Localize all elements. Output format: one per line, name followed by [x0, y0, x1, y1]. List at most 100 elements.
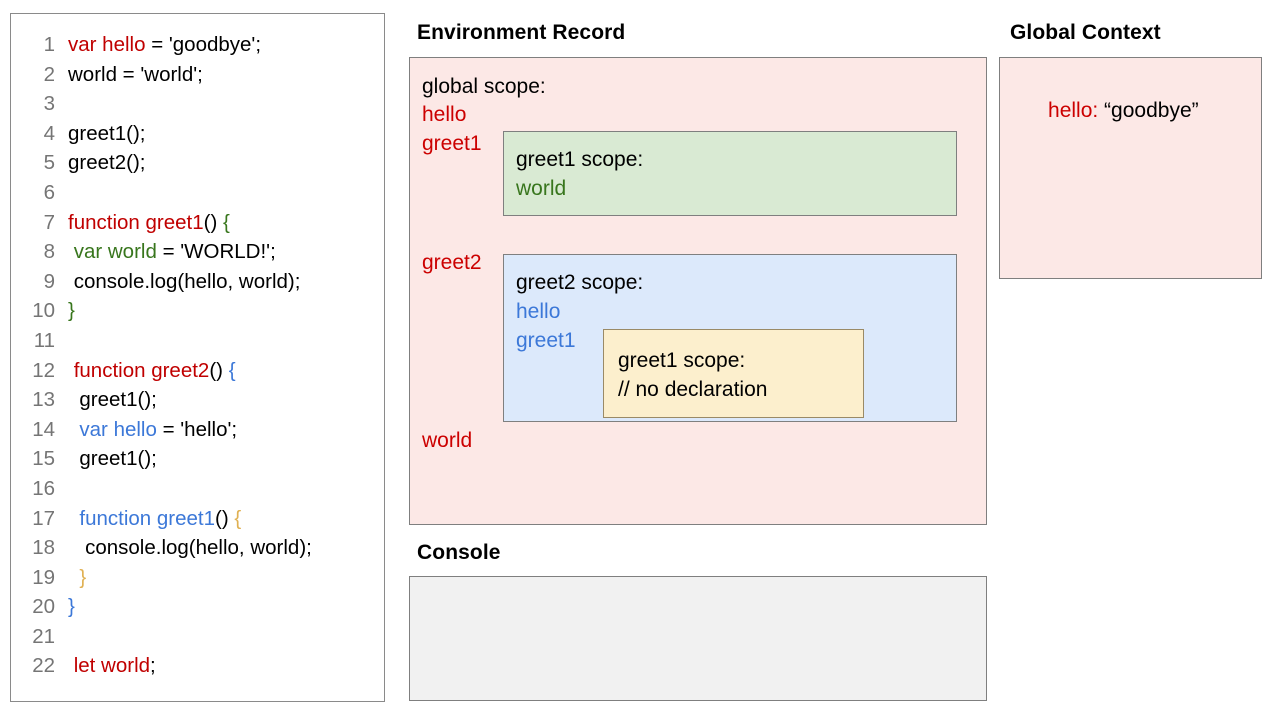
code-line-text: }	[55, 296, 75, 326]
code-line[interactable]: 8 var world = 'WORLD!';	[11, 237, 384, 267]
greet1-inner-scope-note: // no declaration	[618, 378, 768, 401]
code-token: function greet1	[68, 210, 204, 234]
code-token: function greet2	[73, 358, 210, 382]
code-line-text: console.log(hello, world);	[55, 533, 312, 563]
code-line[interactable]: 6	[11, 178, 384, 208]
line-number: 4	[43, 121, 55, 145]
code-line-text: world = 'world';	[55, 60, 203, 90]
global-binding-hello: hello	[422, 103, 467, 126]
code-token: greet1();	[68, 447, 157, 471]
code-token: {	[234, 506, 242, 530]
code-token: var hello	[79, 417, 157, 441]
line-number: 22	[32, 654, 55, 678]
code-line[interactable]: 15 greet1();	[11, 444, 384, 474]
code-line-text: }	[55, 563, 86, 593]
greet2-scope-heading: greet2 scope:	[516, 271, 644, 294]
line-number: 12	[32, 358, 55, 382]
code-token: ()	[209, 358, 229, 382]
code-token: {	[222, 210, 230, 234]
code-line[interactable]: 17 function greet1() {	[11, 504, 384, 534]
greet1-inner-scope-heading: greet1 scope:	[618, 349, 746, 372]
line-number: 21	[32, 624, 55, 648]
code-token: function greet1	[79, 506, 216, 530]
code-line[interactable]: 11	[11, 326, 384, 356]
code-token	[68, 507, 79, 530]
line-number: 19	[32, 565, 55, 589]
code-line-text: var hello = 'hello';	[55, 415, 237, 445]
code-token: ()	[203, 210, 223, 234]
global-context-entry-key: hello:	[1048, 99, 1099, 122]
code-line-text: let world;	[55, 651, 156, 681]
code-token: greet2();	[68, 151, 146, 175]
environment-record-panel: global scope: hello greet1 greet2 world …	[409, 57, 987, 525]
code-line[interactable]: 9 console.log(hello, world);	[11, 267, 384, 297]
line-number: 18	[32, 536, 55, 560]
environment-record-title: Environment Record	[417, 21, 626, 44]
code-token: var hello	[68, 33, 146, 56]
code-line[interactable]: 14 var hello = 'hello';	[11, 415, 384, 445]
code-line[interactable]: 18 console.log(hello, world);	[11, 533, 384, 563]
code-line-text: function greet1() {	[55, 504, 241, 534]
code-line-text: var world = 'WORLD!';	[55, 237, 276, 267]
code-line[interactable]: 12 function greet2() {	[11, 356, 384, 386]
line-number: 8	[43, 240, 55, 264]
greet2-binding-hello: hello	[516, 300, 561, 323]
code-line[interactable]: 13 greet1();	[11, 385, 384, 415]
line-number: 14	[32, 417, 55, 441]
line-number: 15	[32, 447, 55, 471]
code-line[interactable]: 21	[11, 622, 384, 652]
code-line[interactable]: 20}	[11, 592, 384, 622]
code-line-text: function greet2() {	[55, 356, 236, 386]
line-number: 11	[33, 328, 55, 352]
code-token: let world	[73, 654, 151, 678]
global-context-title: Global Context	[1010, 21, 1161, 44]
code-token: var world	[73, 240, 157, 264]
code-line[interactable]: 4 greet1();	[11, 119, 384, 149]
line-number: 20	[32, 595, 55, 619]
line-number: 1	[43, 33, 55, 56]
global-binding-greet1: greet1	[422, 132, 482, 155]
code-line-text: console.log(hello, world);	[55, 267, 301, 297]
global-scope-heading: global scope:	[422, 75, 546, 98]
console-title: Console	[417, 541, 501, 564]
greet1-binding-world: world	[516, 177, 567, 200]
greet1-inner-scope-box: greet1 scope: // no declaration	[603, 329, 864, 418]
code-token: {	[228, 358, 236, 382]
line-number: 2	[43, 62, 55, 86]
code-line[interactable]: 10}	[11, 296, 384, 326]
code-line[interactable]: 2 world = 'world';	[11, 60, 384, 90]
code-line[interactable]: 19 }	[11, 563, 384, 593]
code-line-text: function greet1() {	[55, 208, 230, 238]
code-token: }	[79, 565, 87, 589]
code-token: world = 'world';	[68, 62, 203, 86]
code-line[interactable]: 3	[11, 89, 384, 119]
greet1-scope-heading: greet1 scope:	[516, 148, 644, 171]
line-number: 6	[43, 180, 55, 204]
code-token: }	[68, 595, 75, 619]
code-token: console.log(hello, world);	[68, 269, 301, 293]
code-token: console.log(hello, world);	[68, 536, 312, 560]
global-context-panel: hello: “goodbye”	[999, 57, 1262, 279]
greet2-scope-box: greet2 scope: hello greet1 greet1 scope:…	[503, 254, 957, 422]
code-token: greet1();	[68, 121, 146, 145]
code-token: greet1();	[68, 388, 157, 412]
line-number: 17	[32, 506, 55, 530]
code-line-text: greet1();	[55, 385, 157, 415]
line-number: 5	[43, 151, 55, 175]
code-line[interactable]: 16	[11, 474, 384, 504]
code-line-text: greet1();	[55, 444, 157, 474]
code-token: = 'WORLD!';	[156, 240, 276, 264]
line-number: 3	[43, 92, 55, 116]
code-token: = 'goodbye';	[145, 33, 262, 56]
code-line-text: greet1();	[55, 119, 145, 149]
code-line[interactable]: 22 let world;	[11, 651, 384, 681]
console-panel[interactable]	[409, 576, 987, 701]
code-line-text: var hello = 'goodbye';	[55, 30, 261, 60]
code-line[interactable]: 5 greet2();	[11, 148, 384, 178]
code-line-text: greet2();	[55, 148, 145, 178]
